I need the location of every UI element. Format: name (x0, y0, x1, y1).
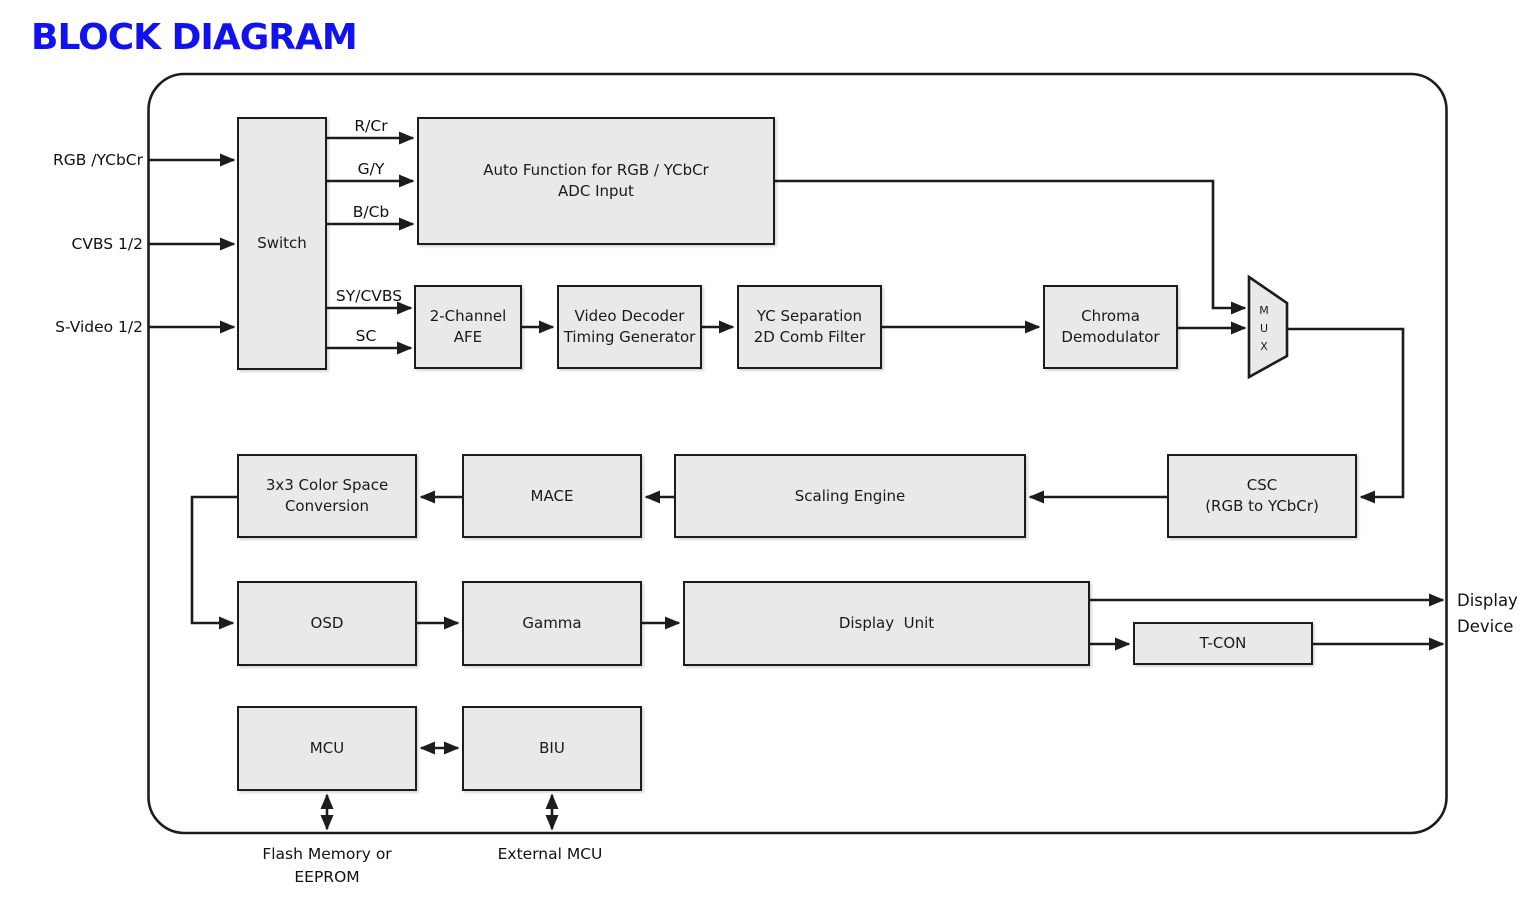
block-auto-function: Auto Function for RGB / YCbCr ADC Input (417, 117, 775, 245)
block-chroma-demodulator: Chroma Demodulator (1043, 285, 1178, 369)
block-display-unit-label: Display Unit (838, 614, 935, 632)
mux-block (1247, 274, 1289, 380)
block-2channel-afe: 2-Channel AFE (414, 285, 522, 369)
block-gamma: Gamma (462, 581, 642, 666)
block-csc: CSC (RGB to YCbCr) (1167, 454, 1357, 538)
block-switch: Switch (237, 117, 327, 370)
chip-boundary (147, 72, 1448, 835)
block-csc-label: CSC (RGB to YCbCr) (1205, 476, 1319, 515)
block-auto-function-label: Auto Function for RGB / YCbCr ADC Input (483, 161, 709, 200)
block-yc-separation: YC Separation 2D Comb Filter (737, 285, 882, 369)
block-2channel-afe-label: 2-Channel AFE (429, 307, 507, 346)
block-tcon-label: T-CON (1199, 634, 1247, 652)
input-label-cvbs: CVBS 1/2 (71, 235, 144, 253)
block-video-decoder: Video Decoder Timing Generator (557, 285, 702, 369)
block-biu: BIU (462, 706, 642, 791)
block-osd-label: OSD (310, 614, 344, 632)
block-video-decoder-label: Video Decoder Timing Generator (563, 307, 696, 346)
block-gamma-label: Gamma (522, 614, 582, 632)
wire-mux-to-csc (1287, 327, 1405, 504)
block-mace-label: MACE (530, 486, 574, 505)
block-tcon: T-CON (1133, 622, 1313, 665)
bus-label-r-cr: R/Cr (354, 117, 388, 135)
block-scaling-engine-label: Scaling Engine (794, 486, 906, 505)
bus-label-g-y: G/Y (357, 160, 385, 178)
input-label-svideo: S-Video 1/2 (55, 318, 143, 336)
block-chroma-demodulator-label: Chroma Demodulator (1061, 307, 1160, 346)
mux-letter-x: X (1260, 340, 1268, 353)
page-title: BLOCK DIAGRAM (31, 17, 358, 58)
block-switch-label: Switch (257, 234, 307, 252)
mux-letter-m: M (1259, 304, 1269, 317)
wire-autofn-to-mux (775, 179, 1247, 315)
label-external-mcu: External MCU (497, 845, 603, 863)
output-label-display-device: Display Device (1457, 591, 1518, 636)
block-scaling-engine: Scaling Engine (674, 454, 1026, 538)
block-display-unit: Display Unit (683, 581, 1090, 666)
input-label-rgb-ycbcr: RGB /YCbCr (52, 151, 143, 169)
block-3x3-color-space-label: 3x3 Color Space Conversion (265, 476, 389, 515)
bus-label-sc: SC (355, 327, 377, 345)
wire-3x3-to-osd (190, 495, 237, 630)
block-yc-separation-label: YC Separation 2D Comb Filter (753, 307, 866, 346)
bus-label-b-cb: B/Cb (352, 203, 390, 221)
label-flash-memory: Flash Memory or EEPROM (262, 845, 392, 886)
block-3x3-color-space: 3x3 Color Space Conversion (237, 454, 417, 538)
mux-letter-u: U (1260, 322, 1268, 335)
block-mace: MACE (462, 454, 642, 538)
block-biu-label: BIU (539, 739, 565, 757)
block-mcu: MCU (237, 706, 417, 791)
bus-label-sy-cvbs: SY/CVBS (335, 287, 403, 305)
block-mcu-label: MCU (309, 739, 345, 757)
block-osd: OSD (237, 581, 417, 666)
